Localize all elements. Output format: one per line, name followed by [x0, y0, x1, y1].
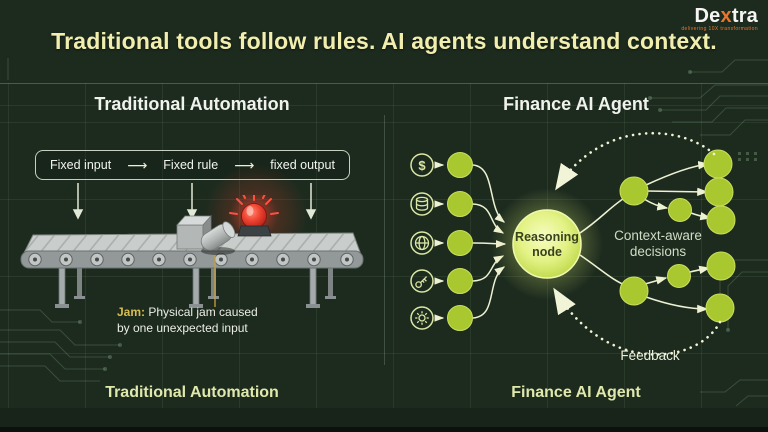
dollar-icon: $ — [410, 153, 434, 177]
svg-text:$: $ — [418, 158, 426, 173]
input-nodes — [447, 152, 473, 331]
panel-divider-line — [384, 115, 385, 365]
brand-logo-wordmark: Dextra — [694, 5, 758, 27]
conveyor-belt — [20, 195, 364, 308]
alarm-siren — [229, 195, 279, 239]
fixed-rule-label: Fixed rule — [163, 158, 219, 172]
jam-note-keyword: Jam: — [117, 305, 146, 319]
headline: Traditional tools follow rules. AI agent… — [51, 28, 717, 54]
top-separator-line — [0, 83, 768, 84]
left-panel-title: Traditional Automation — [94, 94, 290, 114]
logo-x-accent: x — [720, 5, 732, 27]
globe-icon — [410, 231, 434, 255]
jammed-cylinder-item — [200, 221, 236, 255]
footer-edge — [0, 427, 768, 432]
right-panel-title: Finance AI Agent — [503, 94, 649, 114]
brand-logo: Dextra delivering 10X transformation — [681, 6, 758, 32]
decision-nodes — [619, 149, 736, 323]
reasoning-node — [491, 188, 603, 300]
fixed-output-label: fixed output — [270, 158, 335, 172]
ai-agent-network: $ — [410, 131, 736, 356]
feedback-label: Feedback — [620, 348, 680, 363]
database-icon — [410, 192, 434, 216]
fixed-input-label: Fixed input — [50, 158, 112, 172]
right-arrow-icon: ⟶ — [234, 157, 254, 174]
fixed-flow-box: Fixed input ⟶ Fixed rule ⟶ fixed output — [35, 150, 350, 180]
gear-icon — [410, 306, 434, 330]
key-icon — [410, 269, 434, 293]
feedback-loop — [553, 131, 722, 356]
right-footer-label: Finance AI Agent — [511, 384, 641, 401]
down-arrows — [72, 183, 317, 220]
conveyor-legs — [55, 266, 336, 308]
brand-tagline: delivering 10X transformation — [681, 26, 758, 32]
right-arrow-icon: ⟶ — [127, 156, 148, 173]
belt-rollers — [20, 250, 364, 269]
left-footer-label: Traditional Automation — [105, 384, 279, 401]
